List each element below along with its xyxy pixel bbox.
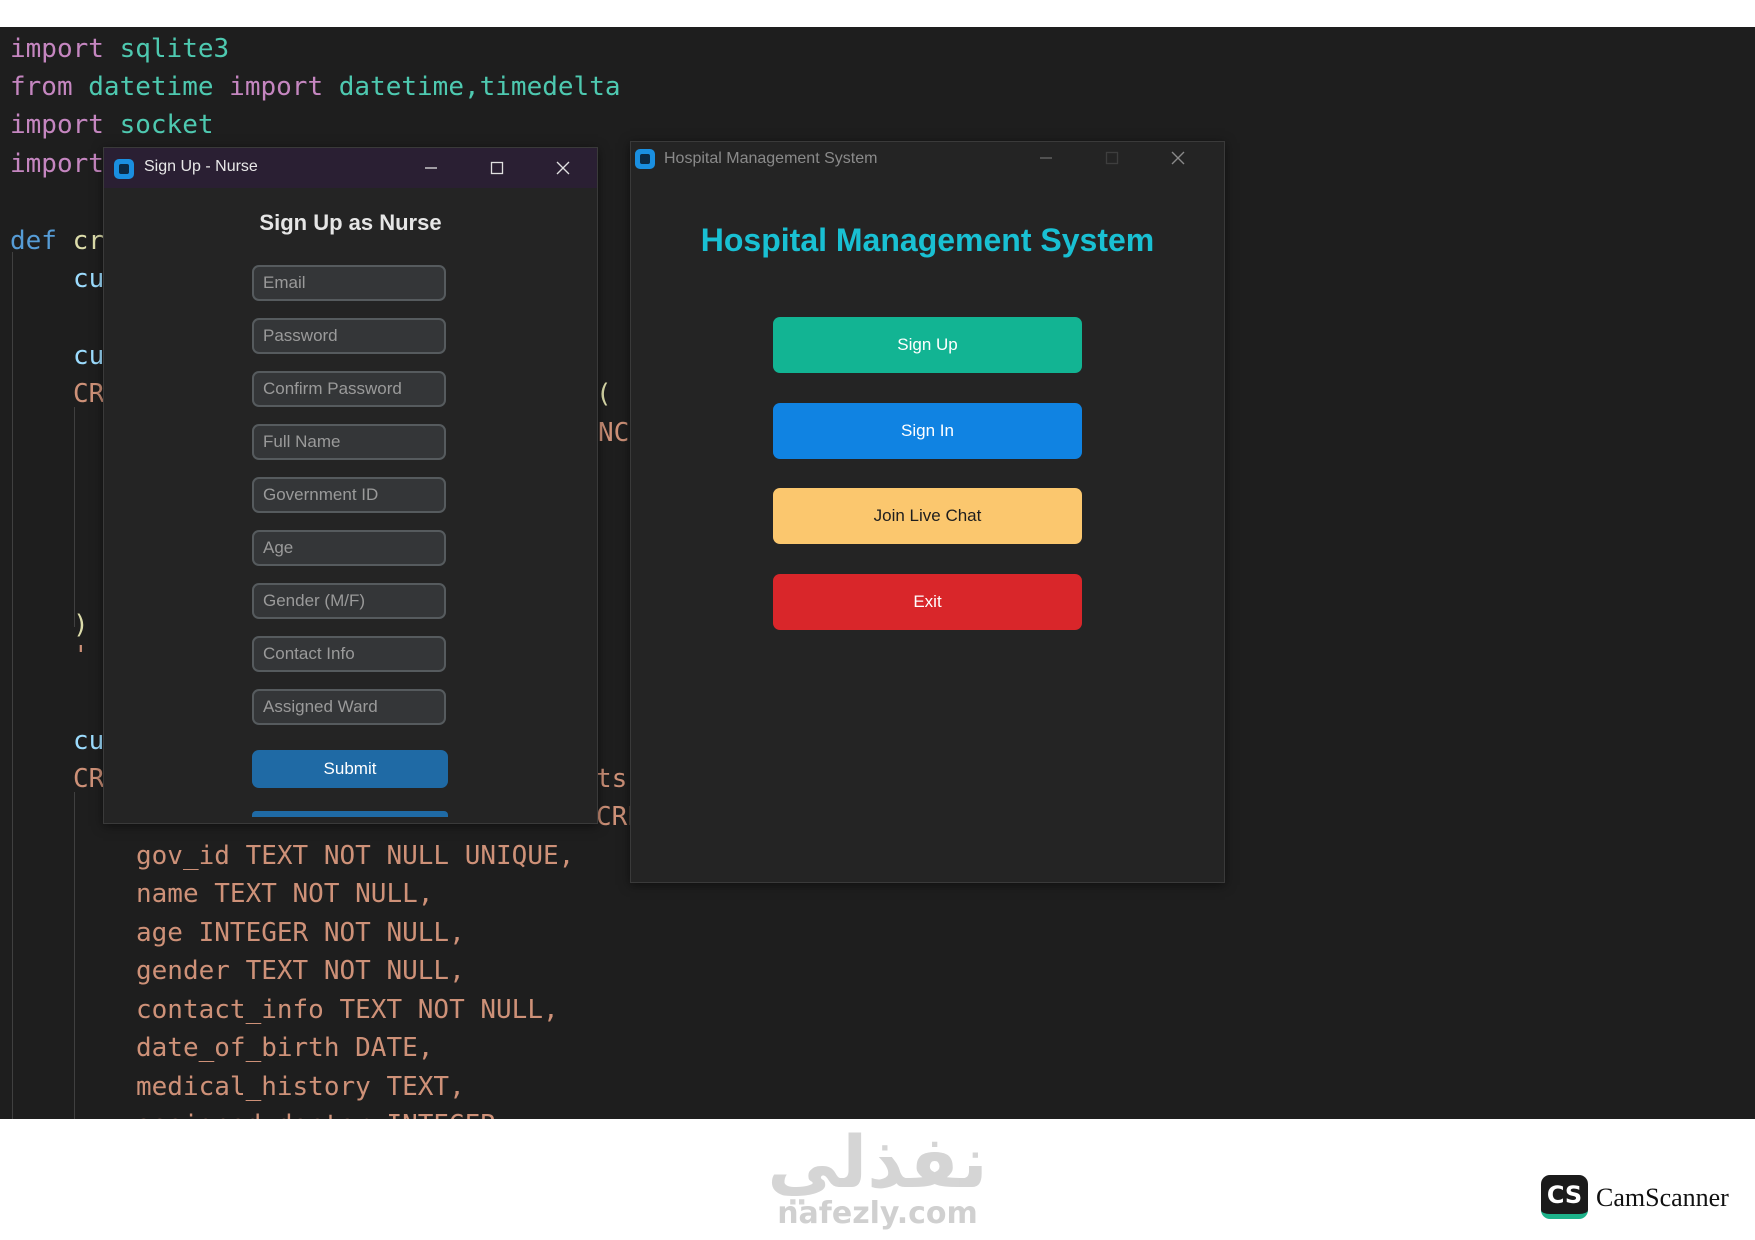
code-line: import sqlite3 [10,34,230,64]
hospital-main-window: Hospital Management System Hospital Mana… [630,141,1225,883]
confirm-password-field[interactable] [252,371,446,407]
code-line: CR [73,379,105,409]
partially-visible-button[interactable] [252,811,448,817]
exit-button[interactable]: Exit [773,574,1082,630]
minimize-button[interactable] [1026,144,1066,172]
code-line: gov_id TEXT NOT NULL UNIQUE, [136,841,575,871]
code-line: cu [73,341,105,371]
close-icon [556,161,570,175]
watermark-site: nafezly.com [777,1196,978,1231]
maximize-button[interactable] [477,154,517,182]
code-line: name TEXT NOT NULL, [136,879,434,909]
maximize-icon [490,161,504,175]
code-line: medical_history TEXT, [136,1072,465,1102]
app-icon [635,149,655,169]
join-live-chat-button[interactable]: Join Live Chat [773,488,1082,544]
code-line: def cr [10,226,104,256]
camscanner-logo-icon: CS [1541,1175,1588,1219]
submit-button[interactable]: Submit [252,750,448,788]
window-title: Hospital Management System [664,150,878,167]
code-line: from datetime import datetime,timedelta [10,72,621,102]
gender-field[interactable] [252,583,446,619]
code-fragment: CRE [596,802,630,832]
code-line: assigned_doctor INTEGER [136,1106,496,1119]
password-field[interactable] [252,318,446,354]
camscanner-label: CamScanner [1596,1183,1729,1212]
assigned-ward-field[interactable] [252,689,446,725]
indent-guide [12,252,13,1119]
window-title: Sign Up - Nurse [144,158,258,175]
contact-info-field[interactable] [252,636,446,672]
code-line: cu [73,264,105,294]
close-button[interactable] [1158,144,1198,172]
code-fragment: NCI [598,418,630,448]
code-line: import socket [10,110,214,140]
email-field[interactable] [252,265,446,301]
maximize-icon [1105,151,1119,165]
close-icon [1171,151,1185,165]
code-line: import [10,149,104,179]
code-line: age INTEGER NOT NULL, [136,918,465,948]
code-line: date_of_birth DATE, [136,1033,434,1063]
code-line: gender TEXT NOT NULL, [136,956,465,986]
form-heading: Sign Up as Nurse [259,210,442,235]
code-line: contact_info TEXT NOT NULL, [136,995,559,1025]
full-name-field[interactable] [252,424,446,460]
code-line: CR [73,764,105,794]
app-icon [114,159,134,179]
close-button[interactable] [543,154,583,182]
code-line: ) [73,610,89,640]
app-heading: Hospital Management System [700,222,1155,258]
indent-guide [74,792,75,1119]
minimize-icon [425,167,437,169]
indent-guide [74,407,75,627]
sign-in-button[interactable]: Sign In [773,403,1082,459]
code-line: cu [73,726,105,756]
title-bar[interactable]: Sign Up - Nurse [104,148,597,188]
minimize-icon [1040,157,1052,159]
minimize-button[interactable] [411,154,451,182]
age-field[interactable] [252,530,446,566]
maximize-button[interactable] [1092,144,1132,172]
government-id-field[interactable] [252,477,446,513]
code-fragment: ts [596,764,628,794]
nurse-signup-window: Sign Up - Nurse Sign Up as Nurse Submit [103,147,598,824]
watermark-logo-text: نفذلي [767,1120,988,1204]
code-fragment: ( [596,379,612,409]
title-bar[interactable]: Hospital Management System [631,142,1224,182]
sign-up-button[interactable]: Sign Up [773,317,1082,373]
